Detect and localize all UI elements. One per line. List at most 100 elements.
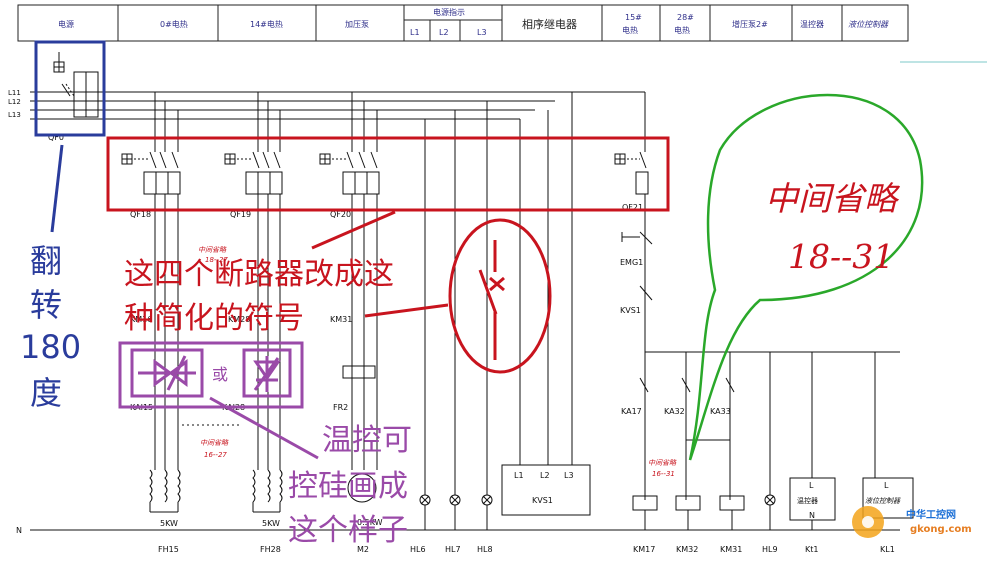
thyristor-symbols [138,355,281,392]
bottom-label-m2: M2 [357,545,369,554]
box1-mid: 温控器 [797,496,818,505]
thermal-relay-fr2 [342,365,376,379]
box1-top: L [809,481,814,490]
annotation-purple-pointer [209,396,319,460]
bottom-label-hl6: HL6 [410,545,426,554]
annotation-red-pointer-1 [311,210,396,250]
bus-lines [30,91,900,531]
annotation-green-line2: 18--31 [788,237,894,276]
heater1-kw: 5KW [160,519,178,528]
annotation-purple-symbol2 [242,348,292,398]
header-cell-pump: 加压泵 [345,19,369,29]
breaker-qf20 [319,151,380,470]
motor-kw: 0.5KW [357,518,383,527]
annotation-purple-symbol1 [130,348,204,398]
line-label-l12: L12 [8,98,21,106]
annotation-blue-char-4: 度 [30,374,62,412]
note-omit-3-range: 18--27 [205,256,228,264]
annotation-red-line2: 种简化的符号 [124,301,304,336]
km16-label: KM16 [130,315,152,324]
simplified-switch-symbol [478,240,505,360]
note-omit-2-range: 16--31 [652,470,675,478]
header-phase-l3: L3 [477,28,487,37]
bottom-label-km17: KM17 [633,545,655,554]
header-phase-l2: L2 [439,28,449,37]
km28-label: KM28 [228,315,250,324]
heater-fh15 [149,469,181,513]
header-cell-level: 液位控制器 [848,20,889,29]
header-cell-15: 15# [625,13,642,22]
annotation-or: 或 [212,365,228,384]
annotation-blue-char-3: 180 [20,328,81,366]
box2-top: L [884,481,889,490]
breaker-qf18 [121,151,181,470]
kvs1-contact [639,285,653,301]
bottom-label-fh15: FH15 [158,545,179,554]
bottom-label-hl8: HL8 [477,545,493,554]
heater-fh28 [252,469,283,513]
header-cell-thermostat: 温控器 [800,19,824,29]
annotation-red-ellipse [448,218,552,374]
kvs1-box-l1: L1 [514,471,524,480]
note-omit-1: 中间省略 [200,439,229,447]
note-omit-2: 中间省略 [648,459,677,467]
box1-bot: N [809,511,815,520]
annotation-purple-line2: 控硅画成 [288,469,408,504]
qf21-label: QF21 [622,203,643,212]
ka32-label: KA32 [664,407,685,416]
emg1-switch [621,231,653,245]
header-cell-power-indicator: 电源指示 [433,7,465,17]
watermark: 中华工控网 gkong.com [852,506,972,538]
emg1-label: EMG1 [620,258,643,267]
annotation-blue-pointer [50,144,64,233]
bottom-label-kt1: Kt1 [805,545,818,554]
header-cell-28-sub: 电热 [674,25,690,35]
header-cell-heater0: 0#电热 [160,19,188,29]
annotation-blue-char-1: 翻 [30,242,62,280]
annotation-red-box [106,136,670,212]
annotation-green-bubble [688,93,924,461]
annotation-red-line1: 这四个断路器改成这 [124,257,394,292]
header-cell-power: 电源 [58,19,74,29]
header-phase-l1: L1 [410,28,420,37]
bottom-labels: FH15 FH28 M2 HL6 HL7 HL8 KM17 KM32 KM31 … [158,545,895,554]
header-cell-28: 28# [677,13,694,22]
bottom-label-hl7: HL7 [445,545,461,554]
kvs1-box-label: KVS1 [532,496,553,505]
annotation-purple-line1: 温控可 [322,423,412,458]
line-label-l13: L13 [8,111,21,119]
km31-label: KM31 [330,315,352,324]
box2-mid: 液位控制器 [865,497,901,505]
bottom-label-kl1: KL1 [880,545,895,554]
annotation-green-line1: 中间省略 [765,179,901,218]
header-cell-booster: 增压泵2# [732,19,768,29]
header-cell-15-sub: 电热 [622,25,638,35]
bottom-label-hl9: HL9 [762,545,778,554]
qf19-label: QF19 [230,210,251,219]
note-omit-1-range: 16--27 [204,451,227,459]
bottom-label-fh28: FH28 [260,545,281,554]
note-omit-3: 中间省略 [198,246,227,254]
qf0-label: QF0 [48,133,64,142]
header-table [17,4,909,42]
kvs1-contact-label: KVS1 [620,306,641,315]
qf18-label: QF18 [130,210,151,219]
ka17-label: KA17 [621,407,642,416]
watermark-url: gkong.com [910,524,972,535]
breaker-qf19 [224,151,283,470]
line-label-n: N [16,526,22,535]
heater2-kw: 5KW [262,519,280,528]
kvs1-box-l3: L3 [564,471,574,480]
annotation-red-pointer-2 [364,303,449,318]
bottom-label-km31: KM31 [720,545,742,554]
kvs1-box [501,464,591,516]
annotation-purple-box [118,341,304,409]
annotation-blue-char-2: 转 [30,286,62,324]
qf0-breaker [53,52,99,118]
control-section [632,351,914,530]
breaker-qf21 [614,151,649,500]
annotation-purple-line3: 这个样子 [288,513,408,548]
header-cell-heater14: 14#电热 [250,19,283,29]
